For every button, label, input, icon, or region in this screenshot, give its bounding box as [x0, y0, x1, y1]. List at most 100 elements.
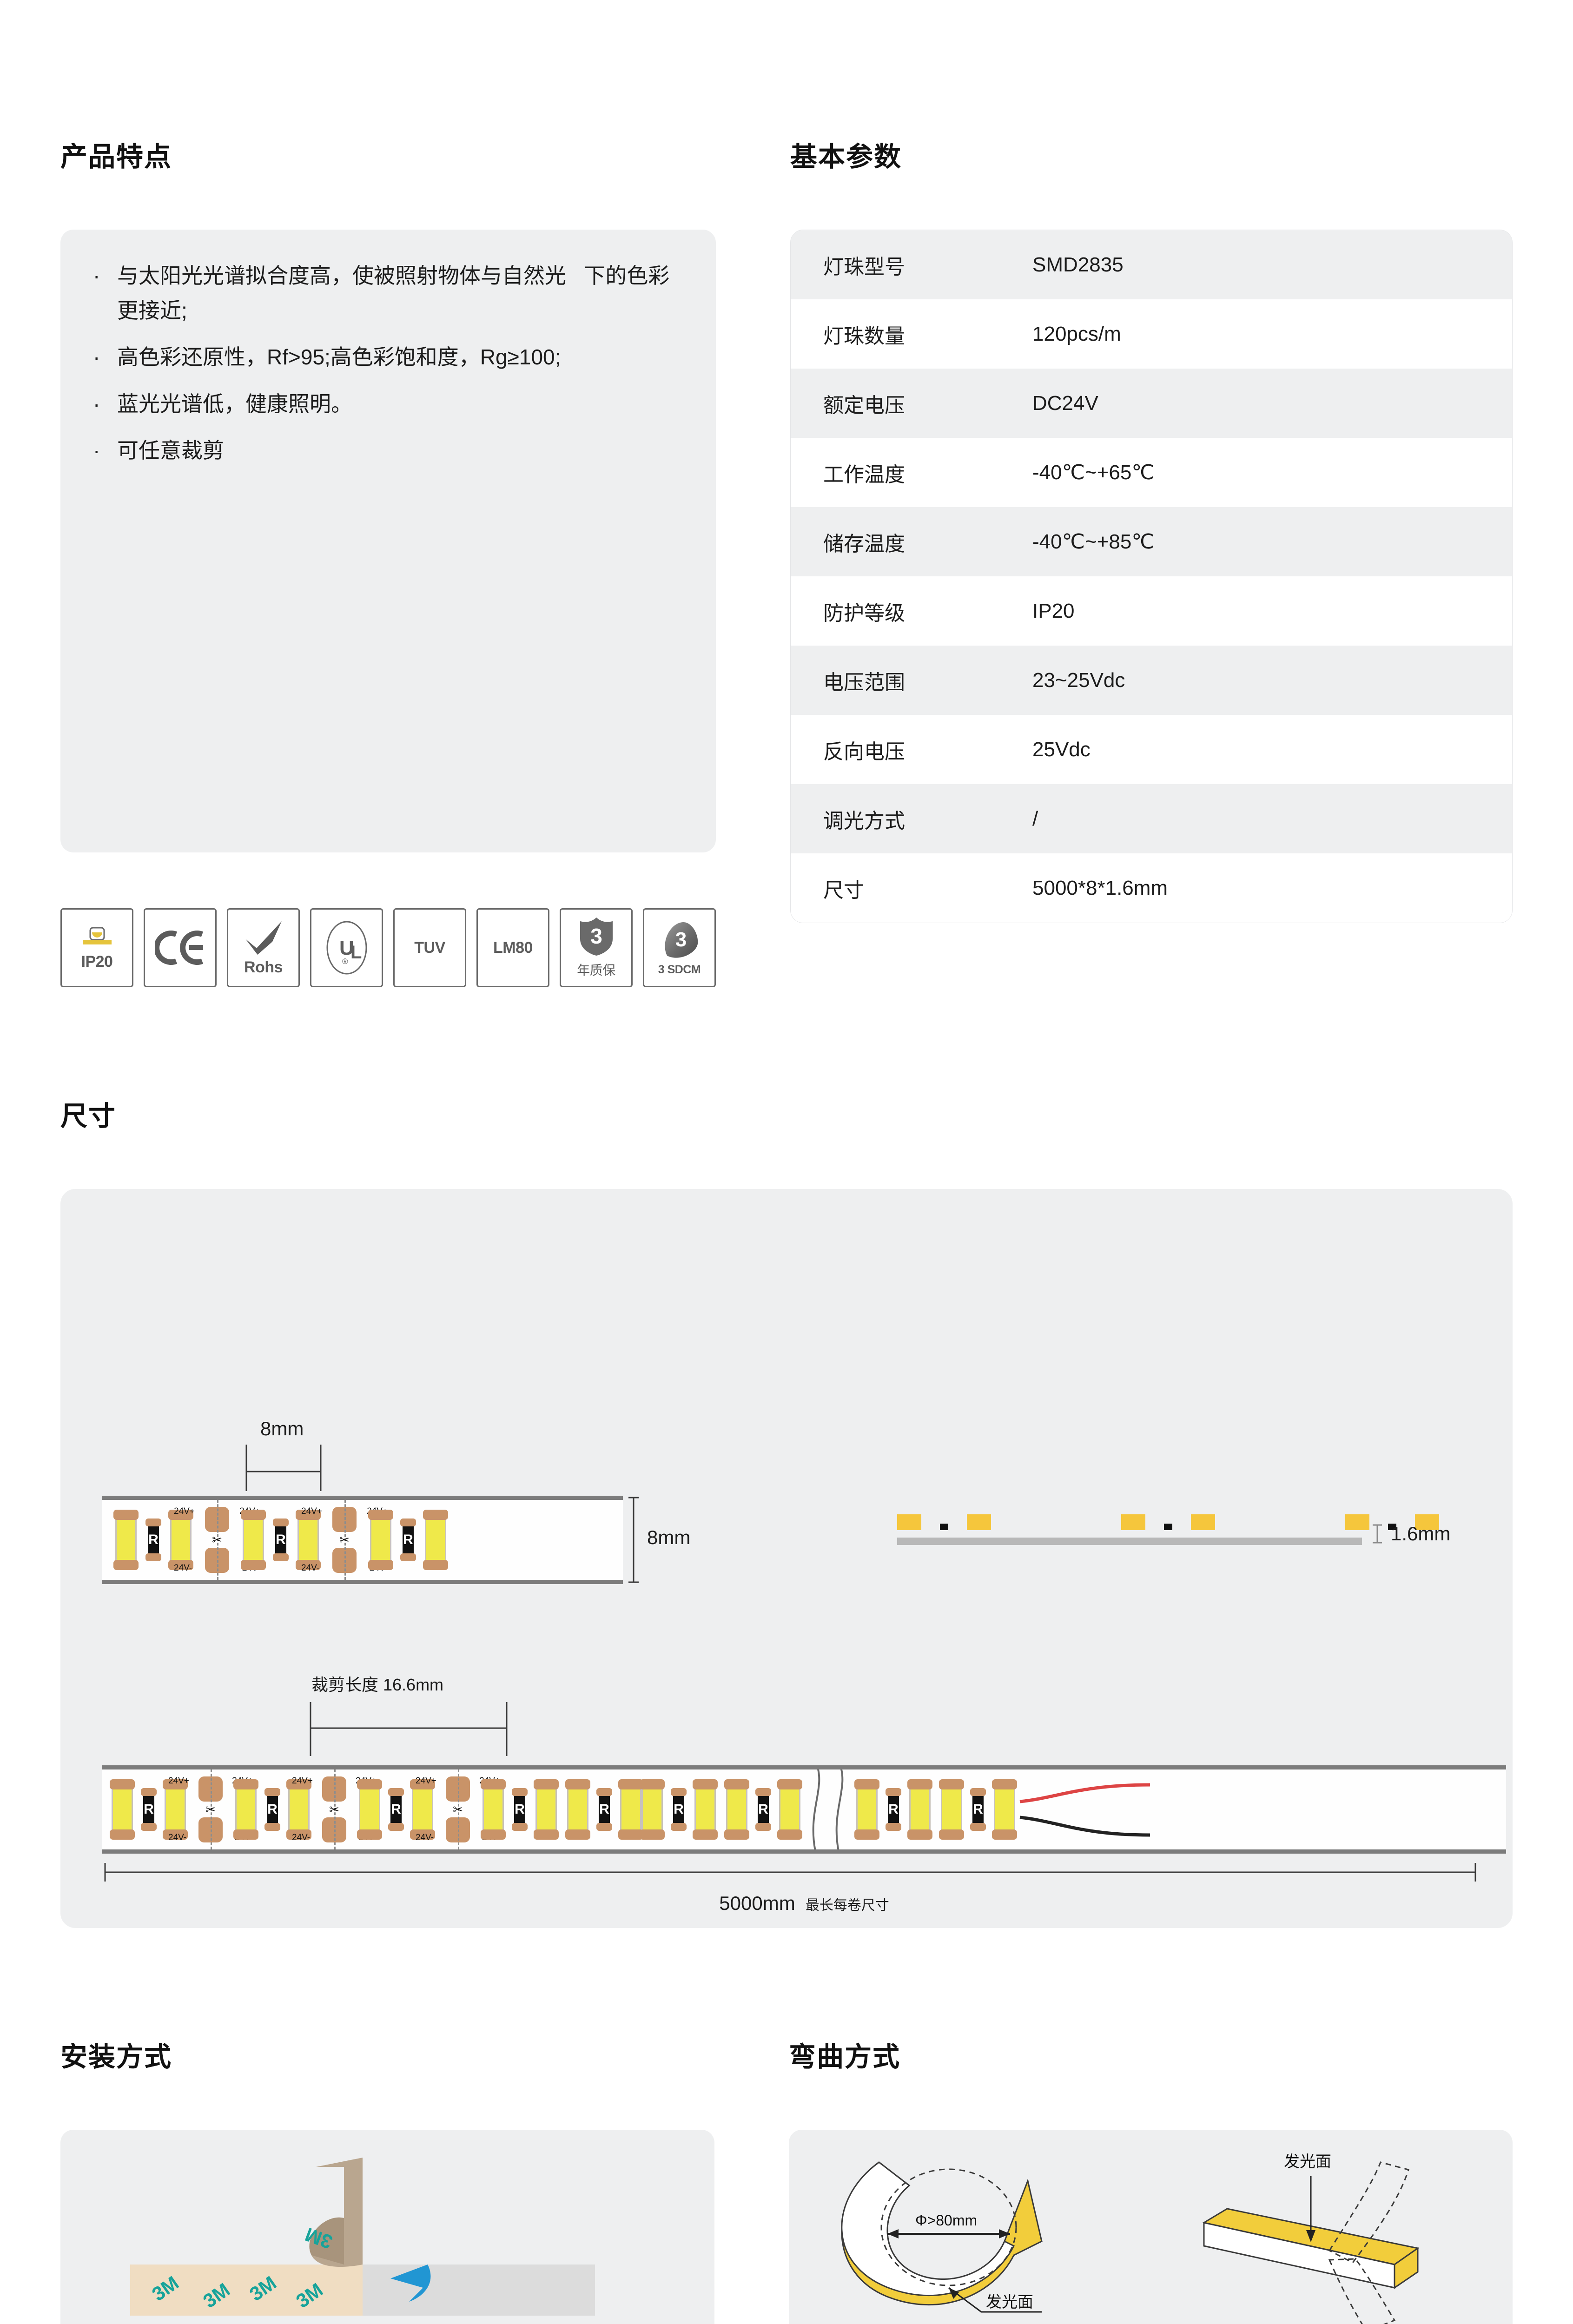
dim-label-roll-note: 最长每卷尺寸	[805, 1898, 889, 1913]
dimensions-card: 8mm R 24V+ 2	[60, 1189, 1513, 1928]
pcb-base	[897, 1538, 1362, 1545]
resistor-label: R	[403, 1532, 413, 1547]
lm80-mark-icon: LM80	[493, 938, 533, 957]
scissors-icon: ✂	[212, 1533, 222, 1547]
dimensions-section: 尺寸 8mm R	[60, 1094, 1513, 1928]
resistor: R	[596, 1788, 612, 1831]
cut-length-callout: 裁剪长度 16.6mm	[307, 1675, 549, 1763]
resistor: R	[273, 1519, 289, 1561]
table-row: 灯珠数量 120pcs/m	[791, 299, 1512, 369]
spec-key: 反向电压	[823, 740, 905, 763]
thickness-callout: 1.6mm	[1371, 1523, 1450, 1545]
cut-dashed-line	[344, 1500, 346, 1580]
led-chip	[296, 1510, 321, 1570]
led-chip	[113, 1510, 139, 1570]
spec-value: -40℃~+65℃	[1032, 461, 1155, 484]
top-view-strip-group: 8mm R 24V+ 2	[102, 1418, 690, 1584]
spec-value: -40℃~+85℃	[1032, 530, 1155, 553]
led-chip	[233, 1779, 258, 1840]
break-marks	[800, 1769, 856, 1849]
shield-3-icon: 3	[578, 917, 615, 957]
basic-params-column: 基本参数 灯珠型号 SMD2835 灯珠数量 120pcs/m 额定电压 DC2…	[790, 135, 1513, 987]
side-led	[1191, 1514, 1215, 1530]
top-section: 产品特点 · 与太阳光光谱拟合度高，使被照射物体与自然光 下的色彩更接近; · …	[60, 0, 1513, 987]
led-chip	[423, 1510, 448, 1570]
feature-text: 可任意裁剪	[117, 438, 224, 463]
dim-label-cut-length: 裁剪长度 16.6mm	[311, 1675, 444, 1694]
led-chip	[168, 1510, 193, 1570]
led-chip	[163, 1779, 188, 1840]
pad-label-neg: 24V-	[292, 1833, 311, 1842]
led-chip	[992, 1779, 1017, 1840]
tuv-mark-icon: TUV	[414, 938, 445, 957]
scissors-icon: ✂	[453, 1802, 463, 1816]
bullet-icon: ·	[93, 264, 100, 288]
certification-badges: IP20	[60, 908, 716, 987]
led-chip	[286, 1779, 311, 1840]
svg-text:发光面: 发光面	[1284, 2153, 1331, 2171]
svg-text:®: ®	[342, 957, 348, 966]
pad-label-neg: 24V-	[174, 1563, 192, 1573]
table-row: 调光方式 /	[791, 784, 1512, 853]
table-row: 额定电压 DC24V	[791, 369, 1512, 438]
resistor: R	[886, 1788, 901, 1831]
spec-value: 5000*8*1.6mm	[1032, 876, 1168, 899]
table-row: 电压范围 23~25Vdc	[791, 646, 1512, 715]
dimensions-title: 尺寸	[60, 1101, 117, 1131]
led-chip	[724, 1779, 749, 1840]
adhesive-tape-illustration: 3M 3M 3M 3M 3M	[130, 2158, 595, 2316]
led-chip	[618, 1779, 643, 1840]
height-callout: 8mm	[627, 1496, 690, 1586]
resistor: R	[755, 1788, 771, 1831]
lead-wires	[1015, 1769, 1155, 1849]
ce-mark-icon	[154, 930, 206, 966]
pad-label-pos: 24V+	[174, 1506, 195, 1516]
badge-lm80: LM80	[476, 908, 549, 987]
install-column: 安装方式 3M 3M 3M 3M 3M 背胶安装	[60, 2035, 715, 2324]
resistor-label: R	[276, 1532, 286, 1547]
resistor: R	[970, 1788, 986, 1831]
feature-item: · 可任意裁剪	[93, 433, 683, 468]
badge-label: 3 SDCM	[658, 963, 701, 976]
side-view-group: 1.6mm	[897, 1510, 1492, 1545]
spec-value: /	[1032, 807, 1038, 830]
resistor-label: R	[515, 1802, 525, 1817]
resistor-label: R	[973, 1802, 983, 1817]
basic-params-title: 基本参数	[790, 142, 902, 172]
pad-label-pos: 24V+	[292, 1776, 313, 1786]
pad-label-neg: 24V-	[301, 1563, 320, 1573]
scissors-icon: ✂	[205, 1802, 216, 1816]
table-row: 灯珠型号 SMD2835	[791, 230, 1512, 299]
badge-ce	[144, 908, 217, 987]
pad-label-pos: 24V+	[168, 1776, 189, 1786]
side-led	[967, 1514, 991, 1530]
cut-point: 24V+ 24V+ ✂ 24V- 24V-	[416, 1769, 500, 1849]
spec-key: 灯珠数量	[823, 324, 905, 348]
led-chip	[481, 1779, 506, 1840]
cut-point: 24V+ 24V+ ✂ 24V- 24V-	[174, 1500, 260, 1580]
feature-text: 高色彩还原性，Rf>95;高色彩饱和度，Rg≥100;	[117, 345, 561, 370]
led-chip	[640, 1779, 665, 1840]
side-resistor	[1388, 1524, 1396, 1530]
long-strip-group: 裁剪长度 16.6mm R 24V+	[102, 1675, 1506, 1915]
led-chip	[854, 1779, 879, 1840]
table-row: 防护等级 IP20	[791, 576, 1512, 646]
dim-label-height: 8mm	[647, 1526, 691, 1548]
badge-warranty: 3 年质保	[560, 908, 633, 987]
resistor-label: R	[758, 1802, 768, 1817]
resistor: R	[388, 1788, 404, 1831]
feature-item: · 高色彩还原性，Rf>95;高色彩饱和度，Rg≥100;	[93, 340, 683, 375]
resistor-label: R	[888, 1802, 899, 1817]
spec-key: 工作温度	[823, 463, 905, 486]
table-row: 储存温度 -40℃~+85℃	[791, 507, 1512, 576]
resistor: R	[400, 1519, 416, 1561]
vertical-bend-diagram: 发光面 仅垂直弯曲	[1176, 2130, 1492, 2324]
spec-key: 灯珠型号	[823, 255, 905, 278]
led-chip	[534, 1779, 559, 1840]
led-chip	[693, 1779, 718, 1840]
install-bend-section: 安装方式 3M 3M 3M 3M 3M 背胶安装	[60, 2035, 1513, 2324]
led-chip	[410, 1779, 435, 1840]
svg-text:Φ>80mm: Φ>80mm	[915, 2212, 977, 2229]
bend-title: 弯曲方式	[789, 2042, 901, 2072]
sdcm-3-icon: 3	[659, 919, 701, 959]
